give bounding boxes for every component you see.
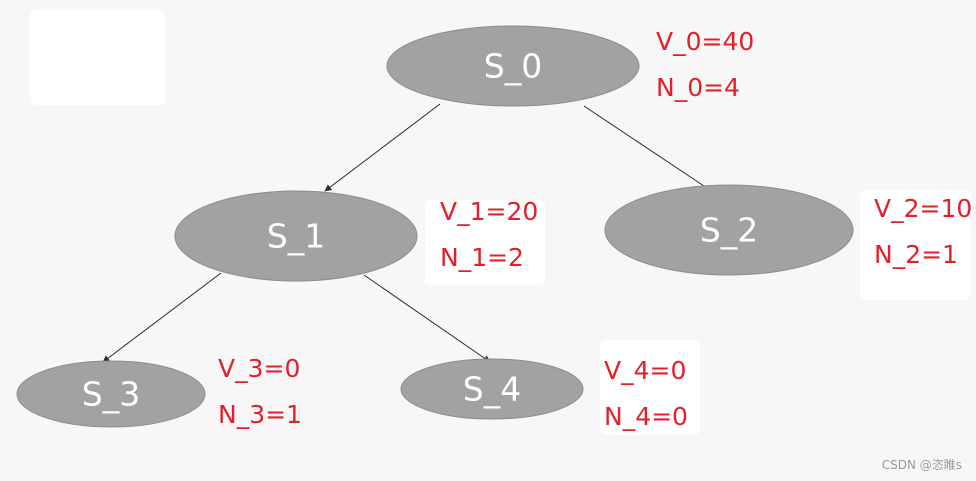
- edge-s1-s3: [102, 272, 222, 363]
- node-label-s2: S_2: [700, 211, 758, 250]
- node-label-s4: S_4: [463, 370, 521, 409]
- background-patch: [30, 10, 165, 105]
- node-shape-s1: [174, 190, 418, 282]
- node-label-s1: S_1: [267, 217, 325, 256]
- node-s3: S_3: [16, 360, 206, 428]
- node-label-s3: S_3: [82, 375, 140, 414]
- edge-s0-s1: [324, 103, 441, 192]
- node-count-s1: N_1=2: [440, 243, 524, 272]
- background-patch: [425, 200, 545, 285]
- node-label-s0: S_0: [484, 47, 542, 86]
- nodes: S_0S_1 S_2S_3 S_4: [16, 25, 854, 428]
- node-shape-s3: [16, 360, 206, 428]
- node-value-s3: V_3=0: [218, 354, 301, 383]
- node-s1: S_1: [174, 190, 418, 282]
- node-s0: S_0: [386, 25, 640, 107]
- node-value-s4: V_4=0: [604, 356, 687, 385]
- edge-s1-s4: [363, 274, 491, 363]
- background-patch: [860, 190, 970, 300]
- node-shape-s4: [400, 358, 584, 420]
- edge-s0-s2: [583, 105, 708, 189]
- background-patch: [600, 340, 700, 435]
- node-s4: S_4: [400, 358, 584, 420]
- node-value-s1: V_1=20: [440, 197, 539, 226]
- node-value-s0: V_0=40: [656, 27, 755, 56]
- node-value-s2: V_2=10: [874, 194, 973, 223]
- node-s2: S_2: [604, 184, 854, 276]
- watermark: CSDN @恣睢s: [881, 458, 962, 472]
- node-count-s2: N_2=1: [874, 240, 958, 269]
- edges: [102, 103, 708, 363]
- node-count-s0: N_0=4: [656, 73, 740, 102]
- node-count-s4: N_4=0: [604, 402, 688, 431]
- node-count-s3: N_3=1: [218, 400, 302, 429]
- node-shape-s2: [604, 184, 854, 276]
- node-shape-s0: [386, 25, 640, 107]
